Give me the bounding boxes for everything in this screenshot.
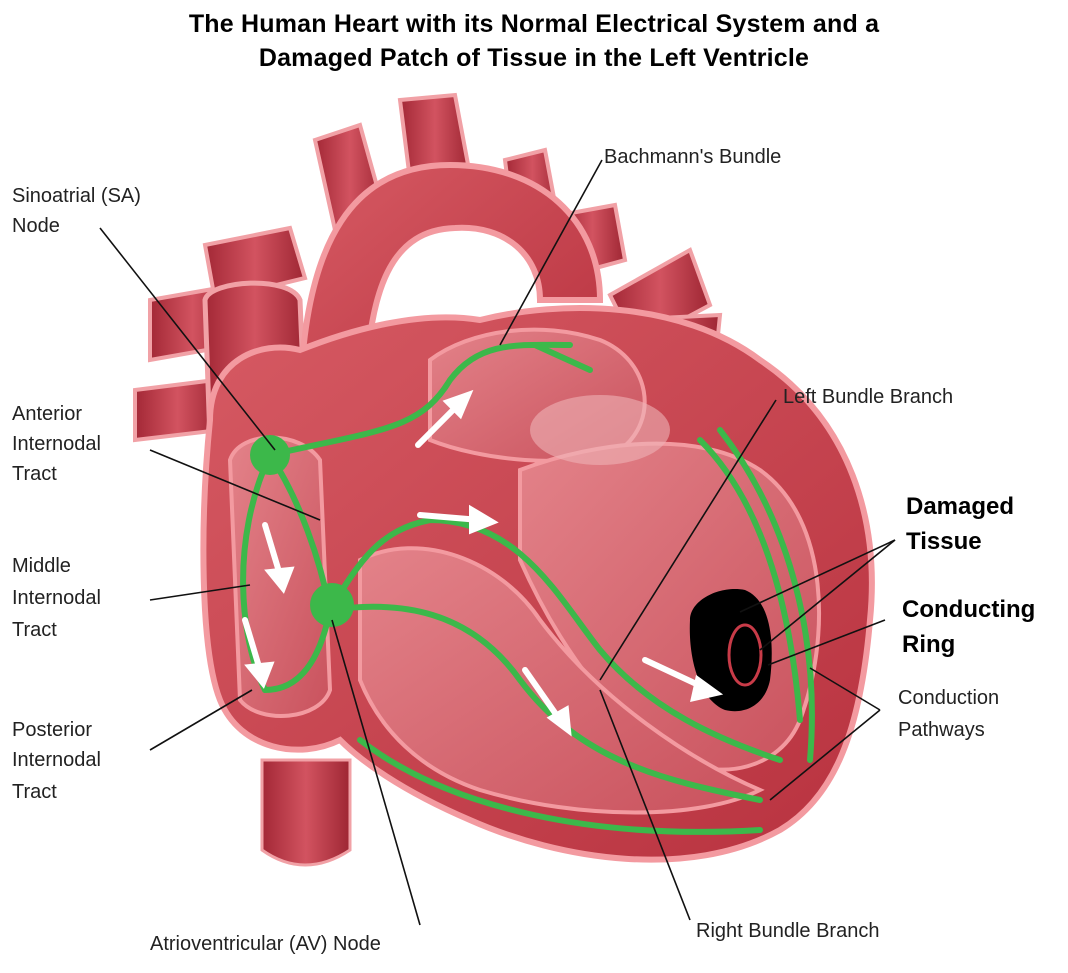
label-damaged-line-2: Tissue [906, 525, 982, 559]
label-sa-node-line-2: Node [12, 212, 60, 241]
inferior-vena-cava [262, 760, 350, 865]
label-damaged-line-1: Damaged [906, 490, 1014, 524]
label-conducting-line-2: Ring [902, 628, 955, 662]
label-posterior-line-2: Internodal [12, 746, 101, 775]
label-conducting-line-1: Conducting [902, 593, 1035, 627]
label-posterior-line-1: Posterior [12, 716, 92, 745]
label-bachmanns-bundle: Bachmann's Bundle [604, 143, 781, 172]
label-conduction-line-1: Conduction [898, 684, 999, 713]
mitral-valve [530, 395, 670, 465]
label-middle-line-3: Tract [12, 616, 57, 645]
label-middle-line-2: Internodal [12, 584, 101, 613]
label-anterior-line-1: Anterior [12, 400, 82, 429]
label-conduction-line-2: Pathways [898, 716, 985, 745]
sa-node [250, 435, 290, 475]
label-av-node: Atrioventricular (AV) Node [150, 930, 381, 959]
label-right-bundle-branch: Right Bundle Branch [696, 917, 879, 946]
label-anterior-line-2: Internodal [12, 430, 101, 459]
label-anterior-line-3: Tract [12, 460, 57, 489]
label-sa-node-line-1: Sinoatrial (SA) [12, 182, 141, 211]
label-middle-line-1: Middle [12, 552, 71, 581]
label-left-bundle-branch: Left Bundle Branch [783, 383, 953, 412]
label-posterior-line-3: Tract [12, 778, 57, 807]
